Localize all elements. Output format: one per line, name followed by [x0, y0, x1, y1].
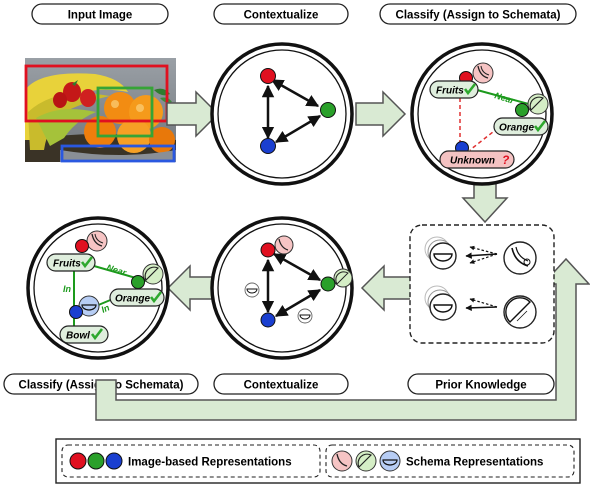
- contextualize-bottom-label: Contextualize: [244, 380, 319, 392]
- flow-arrow-contextualize-to-classify-bottom: [166, 264, 217, 312]
- bowl-icon: [379, 450, 401, 472]
- orange-slice-icon: [503, 295, 537, 329]
- banana-icon: [274, 235, 294, 255]
- flow-arrow-input-to-contextualize: [166, 90, 220, 138]
- blue-node: [260, 312, 276, 328]
- stage-label-contextualize-bottom: Contextualize: [213, 373, 349, 395]
- svg-text:Unknown: Unknown: [450, 156, 495, 167]
- classify-top-label: Classify (Assign to Schemata): [396, 10, 561, 22]
- red-node: [260, 242, 276, 258]
- fruits-label: Fruits: [46, 253, 96, 272]
- stage-label-input-image: Input Image: [31, 3, 169, 25]
- bowl-icon-stack: [424, 285, 457, 321]
- banana-icon: [86, 230, 108, 252]
- stage-label-contextualize-top: Contextualize: [213, 3, 349, 25]
- red-node: [75, 239, 89, 253]
- bowl-icon: [297, 308, 313, 324]
- bowl-label: Bowl: [59, 325, 109, 344]
- banana-icon: [503, 241, 537, 275]
- orange-slice-icon: [142, 263, 164, 285]
- orange-label: Orange: [109, 288, 165, 307]
- orange-label: Orange: [493, 117, 549, 136]
- input-image-label: Input Image: [68, 10, 133, 22]
- svg-text:Fruits: Fruits: [53, 259, 81, 270]
- banana-icon: [472, 62, 494, 84]
- bowl-icon: [244, 282, 260, 298]
- orange-slice-icon: [355, 450, 377, 472]
- legend-image-based-label: Image-based Representations: [128, 457, 292, 469]
- check-icon: [80, 256, 94, 269]
- check-icon: [90, 328, 104, 341]
- check-icon: [533, 120, 547, 133]
- stage-label-prior-knowledge: Prior Knowledge: [407, 373, 555, 395]
- classify-bottom-circle: Near In In Fruits Orange: [26, 216, 170, 360]
- red-node: [260, 68, 276, 84]
- green-node: [515, 103, 529, 117]
- in-relation-label: In: [63, 284, 72, 294]
- svg-text:Fruits: Fruits: [436, 86, 464, 97]
- flow-arrow-contextualize-to-classify: [355, 90, 407, 138]
- question-mark: ?: [502, 153, 510, 167]
- check-icon: [463, 83, 477, 96]
- green-node: [320, 276, 336, 292]
- orange-slice-icon: [333, 268, 353, 288]
- svg-text:Orange: Orange: [499, 123, 534, 134]
- unknown-label: Unknown ?: [439, 150, 515, 169]
- svg-text:Bowl: Bowl: [66, 331, 90, 342]
- blue-node: [260, 138, 276, 154]
- orange-slice-icon: [527, 93, 549, 115]
- banana-icon: [331, 450, 353, 472]
- blue-node: [69, 305, 83, 319]
- green-node: [87, 452, 105, 470]
- legend: Image-based Representations Schema Repre…: [55, 438, 581, 484]
- input-photo: [24, 58, 176, 163]
- contextualize-bottom-circle: [210, 216, 354, 360]
- green-node: [320, 102, 336, 118]
- blue-node: [105, 452, 123, 470]
- flow-arrow-loop-back: [95, 257, 590, 421]
- fruits-label: Fruits: [429, 80, 479, 99]
- contextualize-top-circle: [210, 42, 354, 186]
- stage-label-classify-top: Classify (Assign to Schemata): [379, 3, 577, 25]
- contextualize-top-label: Contextualize: [244, 10, 319, 22]
- prior-knowledge-box: [409, 224, 555, 344]
- svg-text:Orange: Orange: [115, 294, 150, 305]
- classify-top-circle: Near Fruits Orange U: [410, 42, 554, 186]
- red-node: [69, 452, 87, 470]
- legend-schema-label: Schema Representations: [406, 457, 543, 469]
- green-node: [131, 275, 145, 289]
- in-relation-label: In: [100, 302, 112, 315]
- check-icon: [149, 291, 163, 304]
- prior-knowledge-label: Prior Knowledge: [435, 380, 526, 392]
- bowl-icon-stack: [424, 236, 457, 270]
- flow-arrow-prior-to-contextualize: [360, 264, 412, 312]
